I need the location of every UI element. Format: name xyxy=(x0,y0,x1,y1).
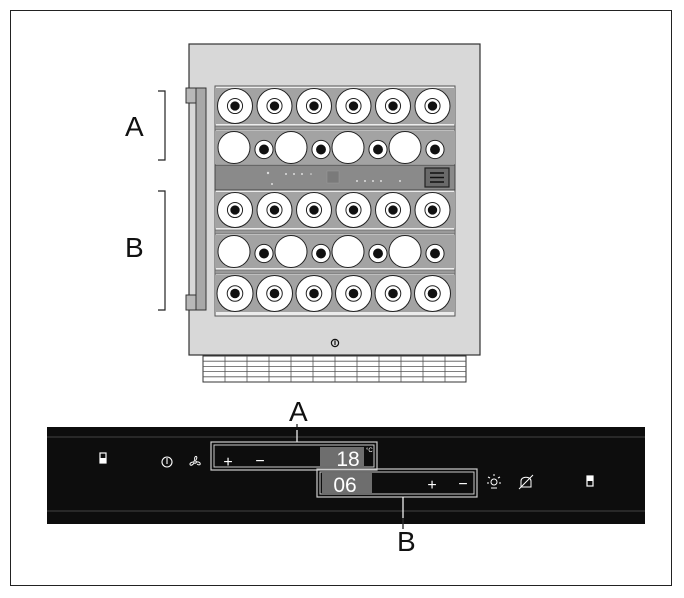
figure-frame xyxy=(10,10,672,586)
bottle-base xyxy=(274,131,308,164)
zone-a-plus-button[interactable]: + xyxy=(223,454,232,471)
bottle-base xyxy=(217,131,251,164)
bottle-neck xyxy=(430,248,440,259)
bottle-neck xyxy=(427,101,438,111)
bottle-neck xyxy=(230,205,240,215)
door-handle xyxy=(195,87,207,311)
bracket-upper-zone xyxy=(158,90,166,161)
bottle-neck xyxy=(269,288,280,299)
bottle-neck xyxy=(316,144,326,155)
label-lower-zone: B xyxy=(125,232,144,263)
menu-icon xyxy=(430,172,444,183)
label-upper-zone: A xyxy=(125,111,144,142)
bottle-neck xyxy=(230,101,240,111)
bottle-neck xyxy=(309,288,319,299)
bottle-neck xyxy=(269,205,280,215)
bottle-neck xyxy=(259,248,269,259)
shelf-rail xyxy=(214,125,456,131)
bottle-neck xyxy=(259,144,269,155)
bottle-neck xyxy=(427,288,438,299)
bottle-neck xyxy=(348,288,359,299)
bottles xyxy=(216,88,451,312)
bottle-base xyxy=(331,131,365,164)
alarm-off-icon xyxy=(518,474,534,490)
zone-a-unit: °C xyxy=(366,448,373,454)
bottle-neck xyxy=(348,205,359,215)
strip-indicators xyxy=(266,171,401,185)
callout-zone-a: A xyxy=(289,396,308,427)
bottle-base xyxy=(274,235,308,268)
zone-b-display xyxy=(322,473,372,493)
bottle-neck xyxy=(427,205,438,215)
bottle-neck xyxy=(348,101,359,111)
shelves xyxy=(214,88,456,312)
bottle-base xyxy=(217,235,251,268)
power-icon xyxy=(161,456,173,468)
bottle-base xyxy=(388,131,422,164)
fan-icon xyxy=(189,455,201,466)
bottle-neck xyxy=(316,248,326,259)
bracket-lower-zone xyxy=(158,190,166,311)
bottle-neck xyxy=(388,101,398,111)
bottle-neck xyxy=(309,205,319,215)
zone-b-minus-button[interactable]: − xyxy=(458,476,467,493)
bottle-base xyxy=(388,235,422,268)
bottle-base xyxy=(331,235,365,268)
power-logo-icon xyxy=(330,338,340,348)
bottle-neck xyxy=(388,288,398,299)
shelf-rail xyxy=(214,269,456,275)
bottle-neck xyxy=(373,144,383,155)
zone-b-plus-button[interactable]: + xyxy=(427,477,436,494)
zone-a-display xyxy=(320,447,364,466)
bottle-neck xyxy=(230,288,240,299)
zone-a-control-frame xyxy=(210,441,378,471)
callout-zone-b: B xyxy=(397,526,416,557)
ventilation-grille xyxy=(202,355,467,383)
zone-a-minus-button[interactable]: − xyxy=(255,453,264,470)
zone-a-temperature: 18 xyxy=(336,448,359,471)
strip-display xyxy=(326,170,340,184)
bottle-neck xyxy=(430,144,440,155)
zone-b-control-frame xyxy=(316,468,478,498)
light-icon xyxy=(487,474,501,489)
bottle-neck xyxy=(269,101,280,111)
bottle-neck xyxy=(309,101,319,111)
shelf-rail xyxy=(214,229,456,235)
zone-b-temperature: 06 xyxy=(333,474,356,497)
bottle-neck xyxy=(373,248,383,259)
bottle-neck xyxy=(388,205,398,215)
